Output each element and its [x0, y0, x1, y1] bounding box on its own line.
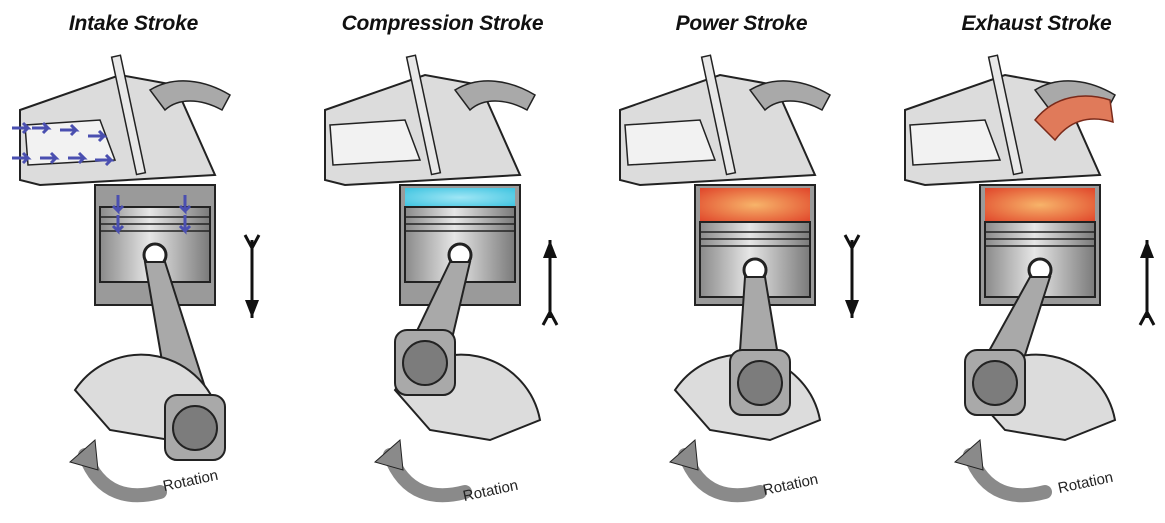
stage-intake: Intake Stroke Rotation	[0, 0, 291, 523]
crank-journal	[173, 406, 217, 450]
stage-compression: Compression Stroke Rotation	[305, 0, 596, 523]
combustion-charge	[985, 188, 1095, 222]
crank-journal	[403, 341, 447, 385]
direction-arrow-head	[845, 300, 859, 318]
exhaust-port	[455, 81, 535, 110]
rotation-arrow-head	[375, 440, 403, 470]
combustion-charge	[405, 188, 515, 207]
crank-journal	[738, 361, 782, 405]
direction-arrow-head	[245, 300, 259, 318]
stage-exhaust: Exhaust Stroke Rotation	[885, 0, 1165, 523]
crank-journal	[973, 361, 1017, 405]
rotation-arrow-head	[955, 440, 983, 470]
exhaust-port	[150, 81, 230, 110]
engine-illustration-intake	[0, 0, 291, 523]
engine-illustration-exhaust	[885, 0, 1165, 523]
direction-arrow-head	[543, 240, 557, 258]
rotation-arrow-head	[70, 440, 98, 470]
intake-port	[330, 120, 420, 165]
intake-port	[625, 120, 715, 165]
rotation-arrow-head	[670, 440, 698, 470]
engine-illustration-power	[600, 0, 891, 523]
direction-arrow-tail	[1140, 312, 1154, 325]
engine-illustration-compression	[305, 0, 596, 523]
direction-arrow-tail	[543, 312, 557, 325]
combustion-charge	[700, 188, 810, 222]
direction-arrow-head	[1140, 240, 1154, 258]
exhaust-port	[750, 81, 830, 110]
intake-port	[910, 120, 1000, 165]
stage-power: Power Stroke Rotation	[600, 0, 891, 523]
